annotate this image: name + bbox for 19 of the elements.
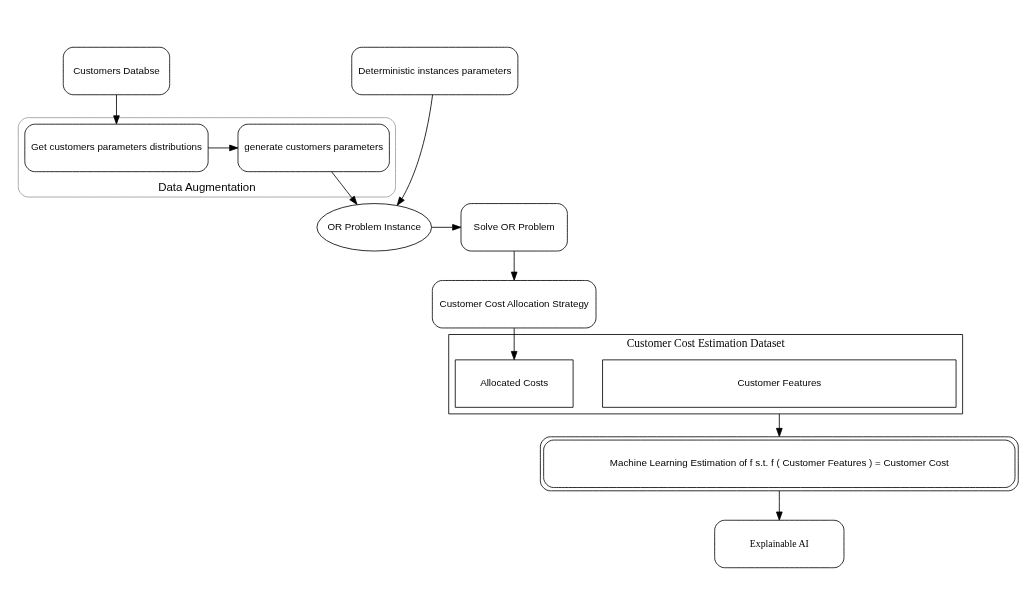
arrow	[431, 223, 462, 231]
node-box: Customer Cost Allocation Strategy	[431, 279, 597, 328]
node-box: Allocated Costs	[454, 358, 574, 408]
node-ellipse: OR Problem Instance	[316, 202, 432, 251]
node-box: Solve OR Problem	[460, 202, 568, 251]
node-box: Deterministic instances parameters	[351, 46, 519, 95]
arrow	[776, 490, 783, 521]
node-box: generate customers parameters	[237, 123, 390, 172]
node-box: Customers Databse	[62, 46, 171, 95]
arrow	[510, 250, 518, 281]
arrow	[331, 170, 358, 205]
arrow	[113, 93, 120, 124]
arrow	[776, 412, 783, 437]
node-box: Explainable AI	[714, 519, 845, 568]
arrow	[396, 93, 433, 206]
arrow	[510, 327, 518, 360]
node-box: Get customers parameters distributions	[24, 123, 209, 172]
arrow	[207, 144, 239, 151]
node-box: Customer Features	[602, 358, 957, 408]
